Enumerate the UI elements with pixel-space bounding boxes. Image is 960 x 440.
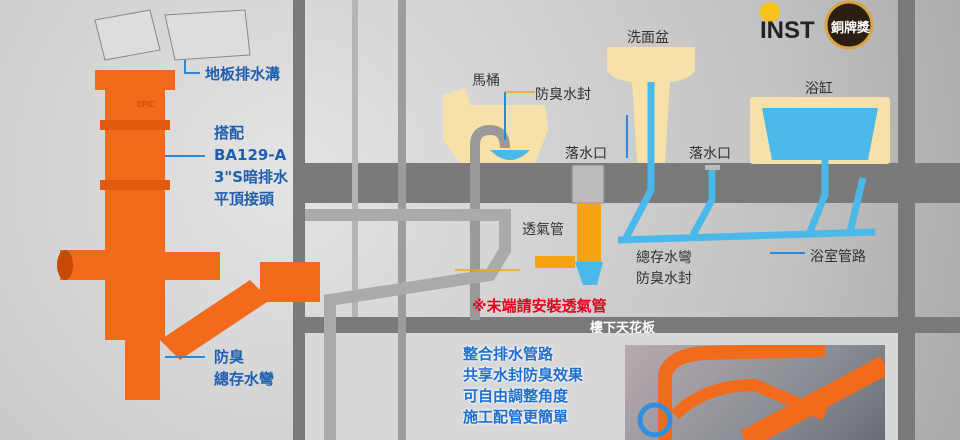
bathtub-water — [762, 108, 878, 160]
feature-list: 整合排水管路 共享水封防臭效果 可自由調整角度 施工配管更簡單 — [463, 344, 583, 428]
brand-mark: EPIC — [137, 100, 155, 109]
installation-photo — [625, 345, 885, 440]
feature-item: 整合排水管路 — [463, 345, 554, 363]
award-medal-text: 銅牌獎 — [831, 21, 871, 36]
desc2-label: 平頂接頭 — [214, 190, 275, 208]
toilet-drain-pipe — [470, 124, 510, 320]
vent-pipe — [305, 209, 511, 440]
wall-left — [293, 0, 305, 440]
warning-text: ※末端請安裝透氣管 — [472, 297, 607, 315]
drain1-label: 落水口 — [565, 146, 607, 162]
award-logo-sun — [760, 2, 780, 22]
ceiling-band: 樓下天花板 — [305, 317, 960, 336]
feature-item: 可自由調整角度 — [463, 387, 569, 405]
floor-drain-label: 地板排水溝 — [205, 65, 281, 83]
feature-item: 施工配管更簡單 — [463, 408, 569, 426]
desc1-label: 3"S暗排水 — [214, 168, 289, 186]
award-logo: INST — [760, 17, 815, 44]
callout-lines — [165, 60, 506, 358]
toilet-seal-label: 防臭水封 — [535, 87, 591, 103]
toilet-label: 馬桶 — [472, 73, 500, 89]
product-y-branch — [160, 280, 270, 360]
basin-label: 洗面盆 — [627, 30, 669, 46]
model-label: BA129-A — [214, 146, 287, 164]
feature-item: 共享水封防臭效果 — [463, 366, 584, 384]
ceiling-label: 樓下天花板 — [589, 321, 655, 336]
toilet-shape — [443, 88, 548, 163]
floor-drain-1 — [571, 164, 605, 204]
main-seal-label: 防臭水封 — [636, 271, 692, 287]
floor-slab — [305, 163, 960, 203]
drain-cover-1 — [94, 9, 161, 61]
drain-cover-2 — [164, 9, 251, 61]
drain2-label: 落水口 — [689, 146, 731, 162]
main-trap — [577, 203, 601, 263]
main-trap-label: 總存水彎 — [636, 250, 692, 266]
product-top — [95, 70, 175, 90]
trap2-label: 總存水彎 — [214, 370, 275, 388]
product-body — [105, 90, 165, 340]
pipe — [352, 0, 358, 317]
award-medal — [824, 0, 874, 50]
rotate-icon — [637, 402, 673, 438]
bath-pipes — [617, 82, 876, 244]
floor-drain-2 — [705, 165, 720, 170]
bathtub-label: 浴缸 — [805, 81, 833, 97]
bath-pipe-label: 浴室管路 — [810, 249, 866, 265]
trap-water — [575, 262, 603, 285]
vent-label: 透氣管 — [522, 222, 564, 238]
trap1-label: 防臭 — [214, 348, 245, 366]
pair-label: 搭配 — [214, 124, 245, 142]
toilet-water — [490, 150, 530, 160]
